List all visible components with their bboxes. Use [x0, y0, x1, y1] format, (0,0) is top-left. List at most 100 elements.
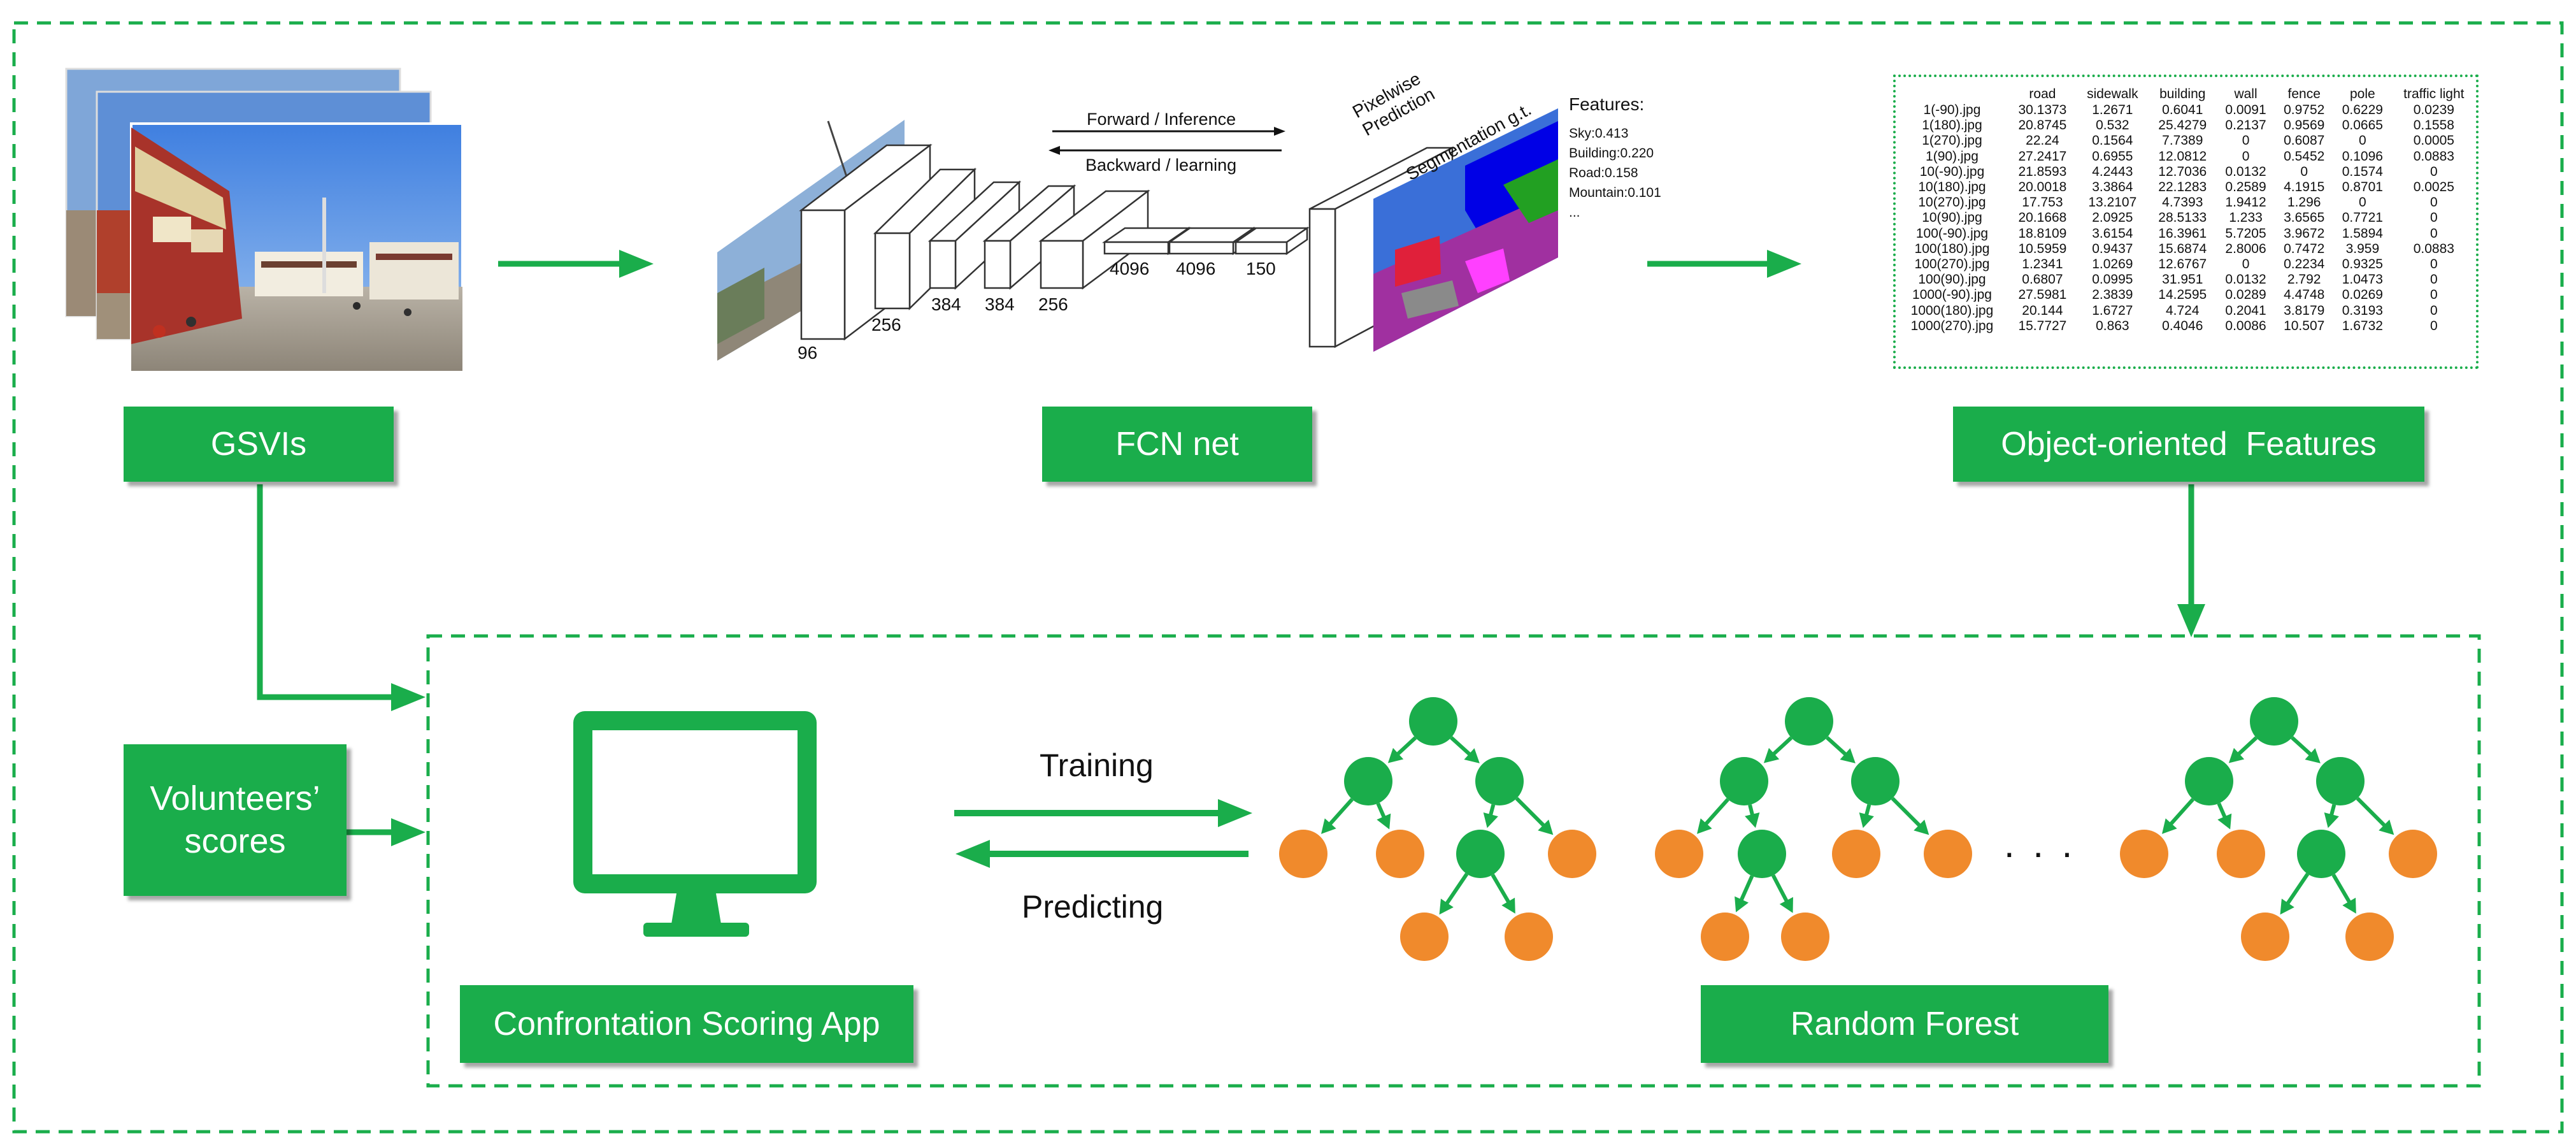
table-cell: 0.4046	[2162, 318, 2203, 333]
table-cell: 1.6727	[2092, 303, 2133, 318]
table-cell: 0.2137	[2225, 118, 2266, 133]
table-cell: 0	[2242, 148, 2250, 164]
table-cell: 20.0018	[2018, 180, 2067, 195]
tree-edge-arrowhead	[1377, 813, 1391, 830]
table-cell: 1.6732	[2342, 318, 2383, 333]
feature-item-mountain: Mountain:0.101	[1569, 185, 1661, 200]
table-cell: 16.3961	[2158, 226, 2207, 241]
gsvis-box: GSVIs	[124, 407, 394, 482]
table-cell: 4.4748	[2284, 287, 2325, 303]
tree-leaf	[1548, 830, 1596, 878]
table-cell: 100(90).jpg	[1918, 272, 1986, 287]
table-cell: 12.6767	[2158, 256, 2207, 271]
table-cell: 0.8701	[2342, 180, 2383, 195]
tree-leaf	[2389, 830, 2437, 878]
table-cell: 0.9569	[2284, 118, 2325, 133]
tree-edge-arrowhead	[1763, 747, 1780, 763]
table-cell: 22.24	[2026, 133, 2059, 148]
table-cell: 0.1096	[2342, 148, 2383, 164]
table-cell: 100(270).jpg	[1914, 256, 1990, 271]
green-arrows	[257, 250, 2205, 868]
table-cell: 10(180).jpg	[1918, 180, 1986, 195]
tree-node	[1456, 830, 1505, 878]
table-cell: 28.5133	[2158, 210, 2207, 226]
tree-node	[1475, 757, 1524, 805]
table-cell: 0.1564	[2092, 133, 2133, 148]
tree-edge-arrowhead	[1501, 897, 1515, 914]
table-cell: 1(90).jpg	[1926, 148, 1979, 164]
table-cell: 0.9752	[2284, 103, 2325, 118]
table-cell: 12.0812	[2158, 148, 2207, 164]
table-cell: 31.951	[2162, 272, 2203, 287]
feature-item-sky: Sky:0.413	[1569, 126, 1629, 141]
tree-edge-arrowhead	[2324, 812, 2339, 828]
table-cell: 1.0473	[2342, 272, 2383, 287]
table-cell: 1(180).jpg	[1922, 118, 1982, 133]
tree-node	[2185, 757, 2233, 805]
table-header-cell: sidewalk	[2087, 87, 2138, 101]
table-cell: 0	[2430, 303, 2438, 318]
table-cell: 2.0925	[2092, 210, 2133, 226]
table-cell: 22.1283	[2158, 180, 2207, 195]
table-cell: 7.7389	[2162, 133, 2203, 148]
table-cell: 0.0239	[2413, 103, 2454, 118]
predicting-label: Predicting	[1022, 889, 1164, 925]
tree-node	[1344, 757, 1392, 805]
table-cell: 0.0086	[2225, 318, 2266, 333]
table-cell: 0.6087	[2284, 133, 2325, 148]
table-cell: 3.959	[2345, 241, 2380, 256]
table-cell: 0	[2430, 226, 2438, 241]
tree-leaf	[1781, 913, 1829, 961]
table-header-cell: fence	[2287, 87, 2321, 101]
layer-size-4096a: 4096	[1110, 259, 1150, 278]
tree-edge	[1700, 798, 1729, 830]
table-cell: 1000(-90).jpg	[1912, 287, 1992, 303]
table-cell: 3.3864	[2092, 180, 2133, 195]
table-cell: 1.2341	[2022, 256, 2063, 271]
features-title: Features:	[1569, 94, 1645, 114]
feature-item-road: Road:0.158	[1569, 166, 1638, 180]
fcn-net-box: FCN net	[1042, 407, 1312, 482]
tree-leaf	[1400, 913, 1449, 961]
table-cell: 4.724	[2165, 303, 2200, 318]
table-cell: 1.9412	[2225, 195, 2266, 210]
table-cell: 20.144	[2022, 303, 2063, 318]
table-cell: 3.6154	[2092, 226, 2133, 241]
table-cell: 0.9325	[2342, 256, 2383, 271]
tree-node	[1738, 830, 1786, 878]
tree-edge-arrowhead	[2342, 897, 2356, 914]
scoring-app-box: Confrontation Scoring App	[460, 985, 913, 1063]
table-cell: 1000(180).jpg	[1910, 303, 1994, 318]
layer-size-384b: 384	[985, 294, 1015, 314]
outer-frame	[12, 21, 2564, 1134]
table-cell: 0.2589	[2225, 180, 2266, 195]
table-cell: 0.5452	[2284, 148, 2325, 164]
table-cell: 0.0883	[2413, 148, 2454, 164]
table-cell: 2.792	[2287, 272, 2321, 287]
tree-edge-arrowhead	[1697, 818, 1712, 834]
table-cell: 1(-90).jpg	[1923, 103, 1981, 118]
tree-leaf	[2345, 913, 2394, 961]
table-cell: 0	[2430, 272, 2438, 287]
layer-size-384a: 384	[931, 294, 961, 314]
table-cell: 0.3193	[2342, 303, 2383, 318]
tree-edge-arrowhead	[1387, 747, 1404, 763]
table-cell: 3.6565	[2284, 210, 2325, 226]
table-cell: 0.0005	[2413, 133, 2454, 148]
tree-edge-arrowhead	[1840, 748, 1856, 763]
training-label: Training	[1040, 747, 1154, 783]
table-cell: 10(90).jpg	[1922, 210, 1982, 226]
tree-leaf	[1655, 830, 1703, 878]
tree-leaf	[2241, 913, 2289, 961]
table-cell: 20.1668	[2018, 210, 2067, 226]
table-cell: 0	[2359, 133, 2366, 148]
